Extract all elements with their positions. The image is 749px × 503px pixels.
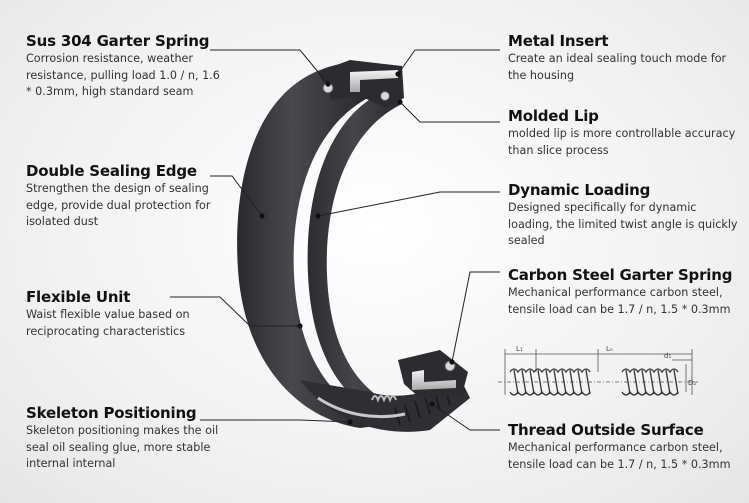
spring-technical-drawing — [498, 349, 698, 396]
callout-flexible-unit: Flexible Unit Waist flexible value based… — [26, 288, 226, 340]
seal-outer-ring — [237, 62, 392, 428]
callout-body: Strengthen the design of sealing edge, p… — [26, 182, 211, 228]
seal-inner-lip — [307, 88, 402, 420]
upper-spring-coil-2 — [380, 91, 390, 101]
spring-coil-strokes-left — [513, 369, 591, 395]
dim-d1-label: d₁ — [664, 352, 671, 360]
callout-thread-outside-surface: Thread Outside Surface Mechanical perfor… — [508, 421, 744, 473]
upper-metal-insert — [350, 70, 398, 92]
leader-sus304 — [210, 49, 329, 85]
callout-title: Flexible Unit — [26, 288, 131, 306]
spring-coil-strokes-right — [625, 369, 679, 395]
lower-metal-insert — [412, 370, 456, 390]
callout-metal-insert: Metal Insert Create an ideal sealing tou… — [508, 32, 740, 84]
callout-title: Skeleton Positioning — [26, 404, 197, 422]
callout-body: Mechanical performance carbon steel, ten… — [508, 286, 731, 316]
callout-body: Create an ideal sealing touch mode for t… — [508, 52, 727, 82]
callout-body: Skeleton positioning makes the oil seal … — [26, 424, 219, 470]
leader-carbon — [451, 271, 500, 363]
leader-double-edge — [210, 175, 263, 217]
garter-spring-bottom — [371, 395, 397, 403]
dim-ln-label: Lₙ — [606, 345, 613, 353]
callout-title: Sus 304 Garter Spring — [26, 32, 210, 50]
drawing-labels: L₁ Lₙ d₁ D₂ — [516, 345, 696, 387]
leader-skeleton — [200, 419, 351, 423]
callout-body: molded lip is more controllable accuracy… — [508, 127, 736, 157]
leader-molded-lip — [399, 101, 500, 123]
leader-dynamic — [317, 191, 500, 217]
lower-cross-section — [398, 350, 468, 398]
callout-molded-lip: Molded Lip molded lip is more controllab… — [508, 107, 740, 159]
skeleton-metal-band — [317, 396, 406, 419]
callout-title: Metal Insert — [508, 32, 609, 50]
leader-thread — [431, 403, 500, 431]
callout-body: Corrosion resistance, weather resistance… — [26, 52, 220, 98]
callout-carbon-steel-spring: Carbon Steel Garter Spring Mechanical pe… — [508, 266, 740, 318]
dim-d2-label: D₂ — [688, 379, 696, 387]
callout-title: Carbon Steel Garter Spring — [508, 266, 733, 284]
callout-sus304: Sus 304 Garter Spring Corrosion resistan… — [26, 32, 226, 101]
leader-dots — [259, 71, 455, 425]
leader-flexible — [170, 296, 300, 327]
callout-title: Double Sealing Edge — [26, 162, 197, 180]
callout-double-sealing-edge: Double Sealing Edge Strengthen the desig… — [26, 162, 226, 231]
callout-body: Designed specifically for dynamic loadin… — [508, 201, 738, 247]
callout-body: Mechanical performance carbon steel, ten… — [508, 441, 731, 471]
callout-title: Dynamic Loading — [508, 181, 651, 199]
callout-dynamic-loading: Dynamic Loading Designed specifically fo… — [508, 181, 740, 250]
callout-skeleton-positioning: Skeleton Positioning Skeleton positionin… — [26, 404, 226, 473]
callout-title: Molded Lip — [508, 107, 599, 125]
leader-lines — [170, 49, 500, 431]
callout-body: Waist flexible value based on reciprocat… — [26, 308, 190, 338]
leader-metal-insert — [397, 49, 500, 75]
dim-l1-label: L₁ — [516, 345, 523, 353]
callout-title: Thread Outside Surface — [508, 421, 704, 439]
